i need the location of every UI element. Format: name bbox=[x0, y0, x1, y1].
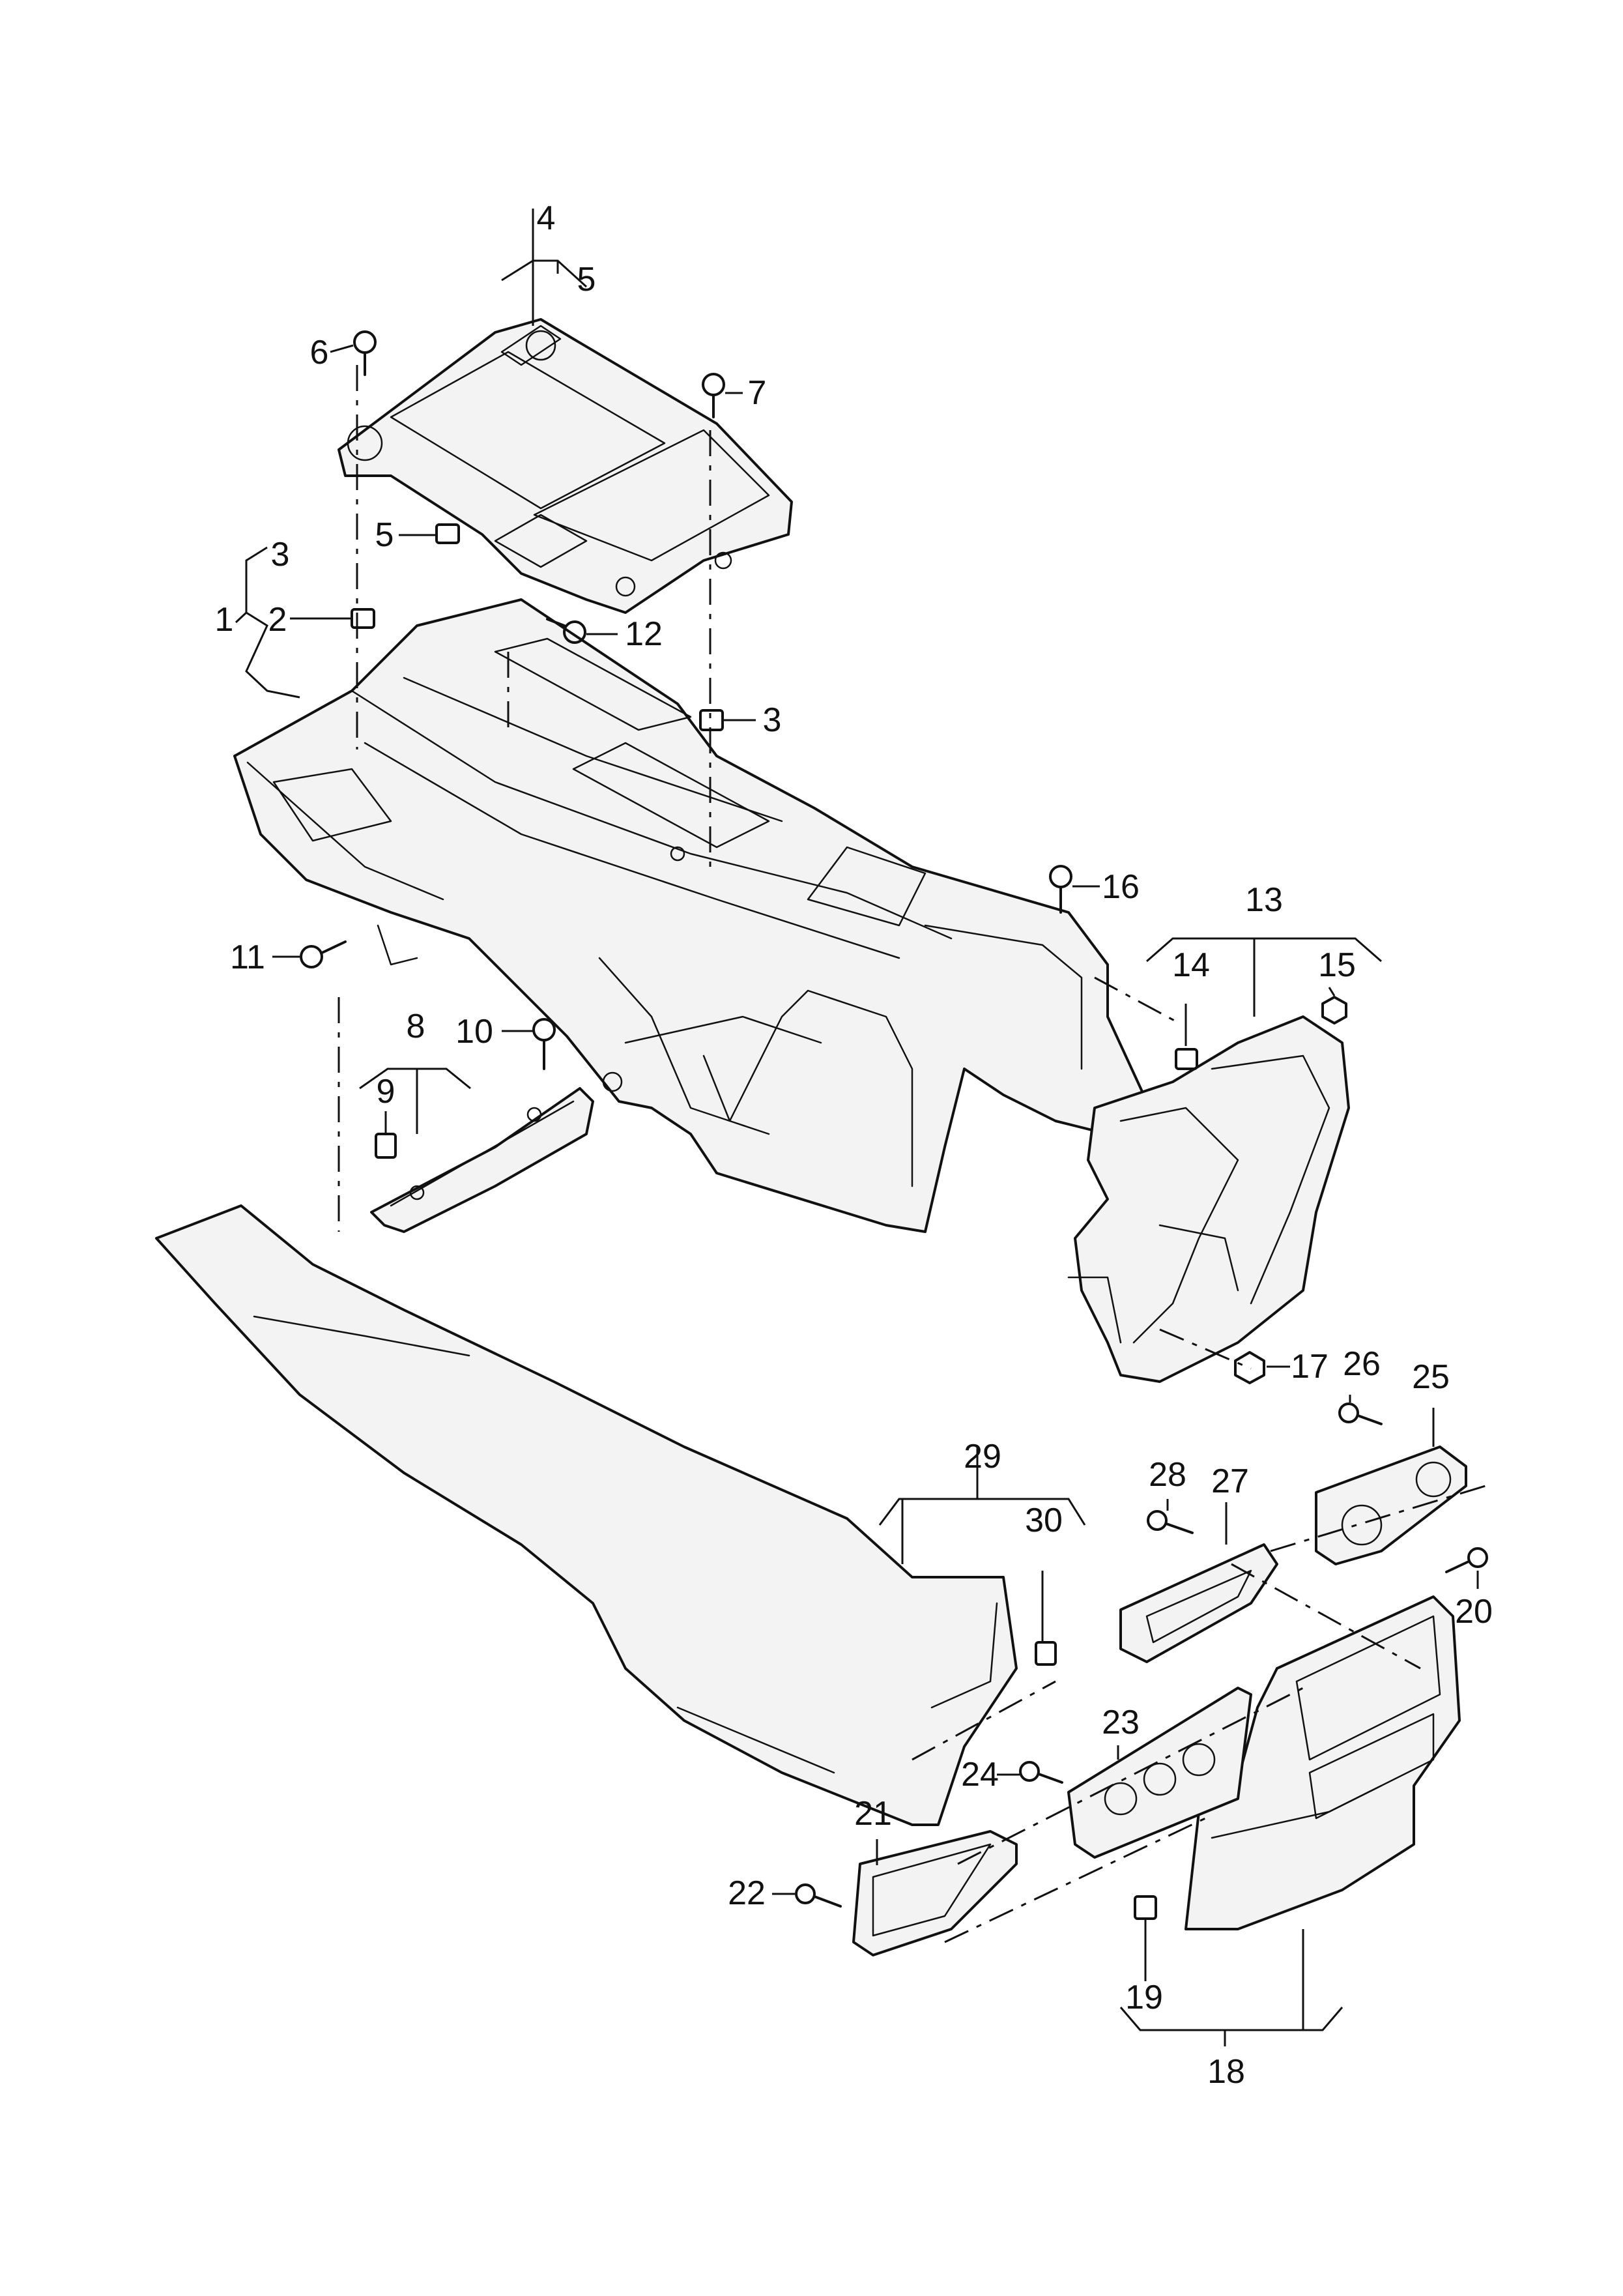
switch-panel-21 bbox=[852, 1830, 1018, 1956]
callout-9: 9 bbox=[377, 1073, 395, 1111]
alignment-lines bbox=[338, 365, 1486, 1943]
rear-side-bracket bbox=[1067, 1015, 1350, 1383]
callout-19: 19 bbox=[1125, 1979, 1163, 2016]
callout-6: 6 bbox=[310, 334, 329, 371]
callout-16: 16 bbox=[1102, 868, 1140, 906]
callout-1: 1 bbox=[215, 601, 234, 639]
callout-2: 2 bbox=[268, 601, 287, 639]
screw-22-symbol bbox=[795, 1883, 842, 1908]
callout-3-top: 3 bbox=[271, 536, 290, 574]
clip-30-symbol bbox=[1035, 1641, 1057, 1666]
bolt-12-symbol bbox=[546, 618, 586, 644]
leader-lines bbox=[235, 209, 1479, 2046]
nut-15-symbol bbox=[1321, 996, 1347, 1024]
callout-20: 20 bbox=[1455, 1593, 1493, 1631]
callout-18: 18 bbox=[1207, 2053, 1245, 2091]
screw-6-symbol bbox=[353, 330, 377, 376]
clip-3-symbol bbox=[699, 709, 724, 731]
clip-14-symbol bbox=[1175, 1048, 1198, 1070]
switch-panel-27 bbox=[1119, 1543, 1278, 1663]
clip-19-symbol bbox=[1134, 1895, 1157, 1920]
screw-20-symbol bbox=[1445, 1547, 1488, 1573]
screw-16-symbol bbox=[1049, 865, 1072, 914]
switch-panel-25 bbox=[1315, 1446, 1467, 1565]
screw-28-symbol bbox=[1147, 1510, 1194, 1534]
nut-17-symbol bbox=[1234, 1351, 1265, 1384]
callout-14: 14 bbox=[1172, 946, 1210, 984]
bolt-11-symbol bbox=[300, 940, 347, 968]
callout-3: 3 bbox=[763, 701, 782, 739]
callout-28: 28 bbox=[1149, 1456, 1186, 1494]
side-trim-panel bbox=[155, 1204, 1018, 1826]
callout-10: 10 bbox=[455, 1013, 493, 1051]
callout-4: 4 bbox=[537, 199, 556, 237]
callout-24: 24 bbox=[961, 1756, 999, 1794]
fastener-symbols bbox=[300, 330, 1488, 1920]
callout-25: 25 bbox=[1412, 1358, 1450, 1396]
callout-12: 12 bbox=[625, 615, 663, 653]
screw-7-symbol bbox=[702, 373, 725, 418]
callout-13: 13 bbox=[1245, 881, 1283, 919]
callout-30: 30 bbox=[1025, 1502, 1063, 1539]
callout-5-top: 5 bbox=[577, 261, 596, 298]
callout-29: 29 bbox=[964, 1438, 1001, 1475]
screw-10-symbol bbox=[532, 1018, 556, 1070]
switch-panel-23 bbox=[1067, 1687, 1252, 1859]
upper-cover-plate bbox=[338, 318, 793, 614]
callout-15: 15 bbox=[1318, 946, 1356, 984]
callout-labels: 4 5 6 7 5 3 1 2 12 3 16 13 11 14 15 8 10… bbox=[215, 199, 1493, 2091]
clip-9-symbol bbox=[375, 1133, 397, 1159]
clip-2-symbol bbox=[351, 608, 375, 629]
callout-27: 27 bbox=[1211, 1462, 1249, 1500]
callout-22: 22 bbox=[728, 1874, 766, 1912]
screw-26-symbol bbox=[1338, 1402, 1383, 1425]
callout-8: 8 bbox=[407, 1008, 425, 1045]
clip-5-symbol bbox=[435, 523, 460, 544]
callout-26: 26 bbox=[1343, 1345, 1381, 1383]
main-console-frame bbox=[233, 598, 1148, 1233]
callout-5: 5 bbox=[375, 516, 394, 554]
screw-24-symbol bbox=[1019, 1761, 1063, 1784]
callout-11: 11 bbox=[230, 938, 265, 976]
callout-7: 7 bbox=[748, 374, 767, 412]
callout-23: 23 bbox=[1102, 1704, 1140, 1741]
callout-21: 21 bbox=[854, 1795, 892, 1833]
callout-17: 17 bbox=[1291, 1348, 1329, 1386]
lower-bracket bbox=[370, 1087, 594, 1233]
